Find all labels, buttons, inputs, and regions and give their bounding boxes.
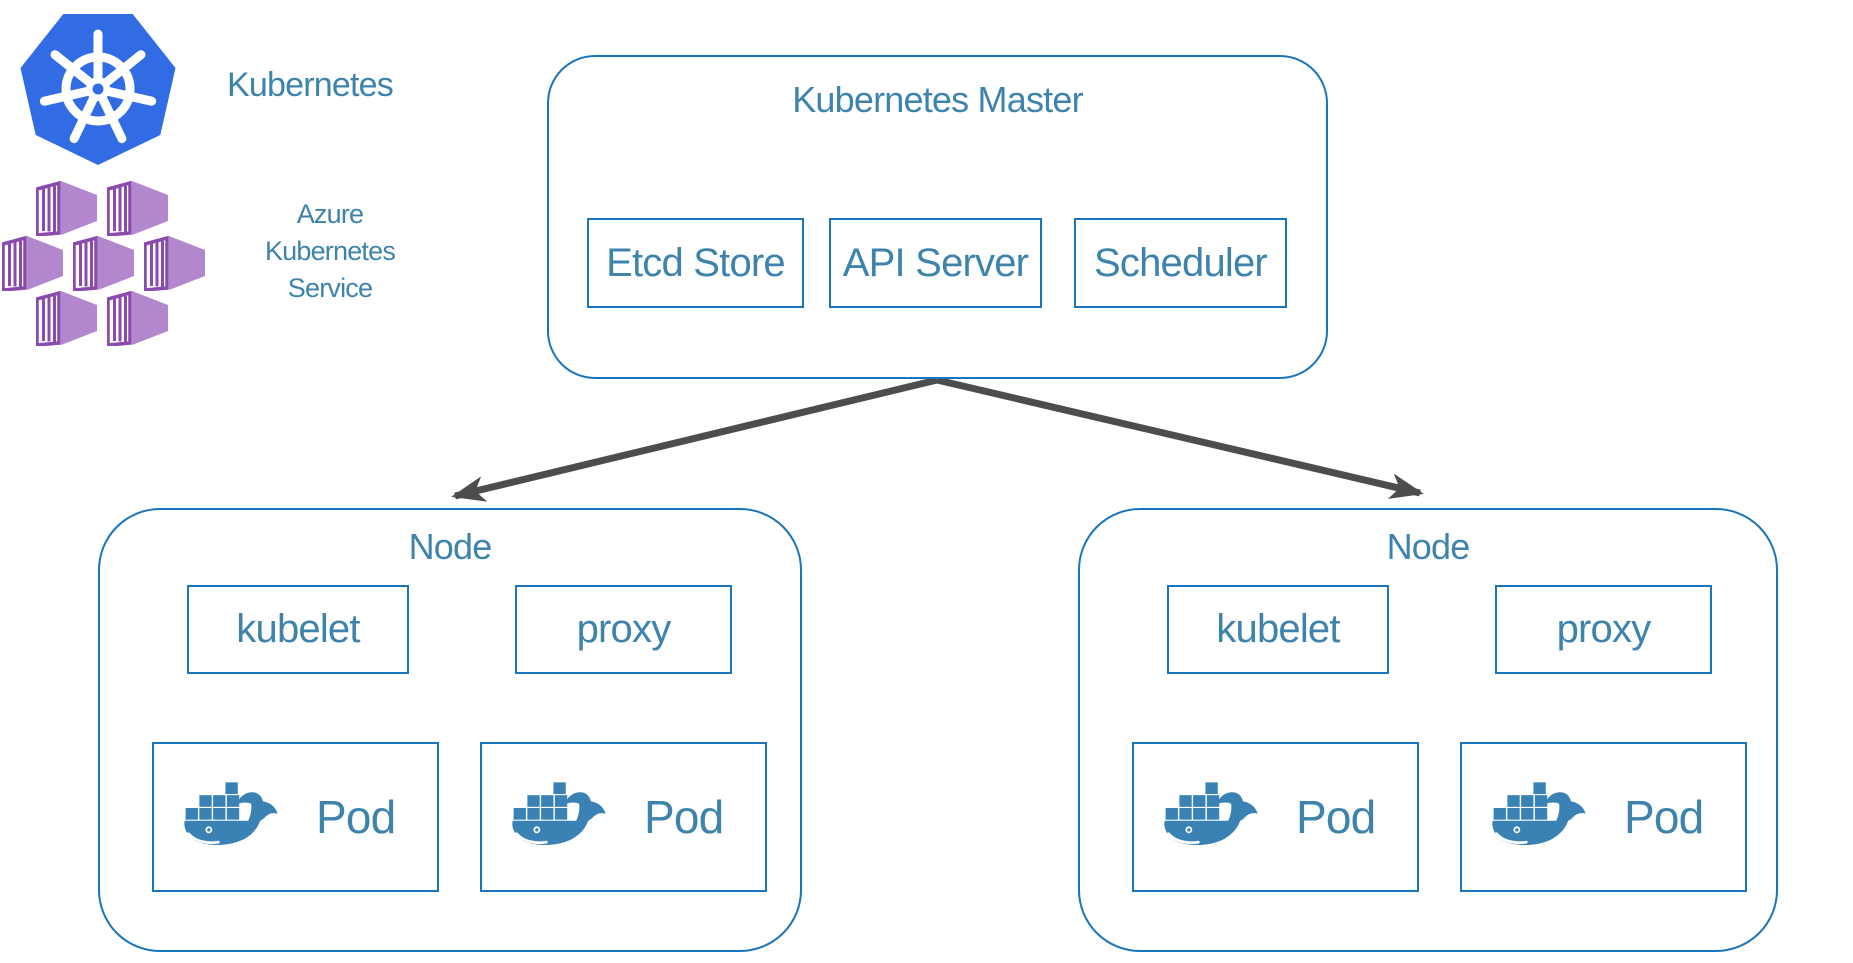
kubelet-box: kubelet xyxy=(187,585,409,674)
pod-label: Pod xyxy=(1296,791,1376,843)
pod-box: Pod xyxy=(152,742,439,892)
kubernetes-label: Kubernetes xyxy=(227,66,394,104)
scheduler-label: Scheduler xyxy=(1094,240,1268,285)
api-server-box: API Server xyxy=(829,218,1042,308)
docker-whale-icon xyxy=(178,778,290,856)
node-title: Node xyxy=(1386,526,1471,567)
node-group-left: Node kubelet proxy Pod Pod xyxy=(98,508,802,952)
proxy-label: proxy xyxy=(1556,607,1652,651)
docker-whale-icon xyxy=(1158,778,1270,856)
aks-label-line-2: Kubernetes xyxy=(264,236,396,266)
docker-whale-icon xyxy=(1486,778,1598,856)
scheduler-box: Scheduler xyxy=(1074,218,1287,308)
proxy-box: proxy xyxy=(1495,585,1712,674)
api-server-label: API Server xyxy=(842,240,1029,285)
master-title: Kubernetes Master xyxy=(792,79,1083,120)
aks-label: Azure Kubernetes Service xyxy=(222,196,438,307)
pod-box: Pod xyxy=(1460,742,1747,892)
kubelet-label: kubelet xyxy=(1216,607,1340,651)
arrow-master-to-right-node xyxy=(936,376,1424,499)
arrow-master-to-left-node xyxy=(451,376,938,502)
etcd-store-label: Etcd Store xyxy=(606,240,786,285)
proxy-box: proxy xyxy=(515,585,732,674)
pod-label: Pod xyxy=(316,791,396,843)
kubernetes-master-group: Kubernetes Master Etcd Store API Server … xyxy=(547,55,1328,379)
kubernetes-helm-icon xyxy=(20,14,176,165)
aks-label-line-1: Azure xyxy=(296,199,364,229)
pod-label: Pod xyxy=(644,791,724,843)
node-title: Node xyxy=(408,526,493,567)
pod-box: Pod xyxy=(480,742,767,892)
proxy-label: proxy xyxy=(576,607,672,651)
etcd-store-box: Etcd Store xyxy=(587,218,804,308)
pod-label: Pod xyxy=(1624,791,1704,843)
node-group-right: Node kubelet proxy Pod Pod xyxy=(1078,508,1778,952)
pod-box: Pod xyxy=(1132,742,1419,892)
azure-kubernetes-service-icon xyxy=(2,180,206,346)
kubelet-box: kubelet xyxy=(1167,585,1389,674)
kubelet-label: kubelet xyxy=(236,607,360,651)
docker-whale-icon xyxy=(506,778,618,856)
aks-label-line-3: Service xyxy=(287,273,373,303)
